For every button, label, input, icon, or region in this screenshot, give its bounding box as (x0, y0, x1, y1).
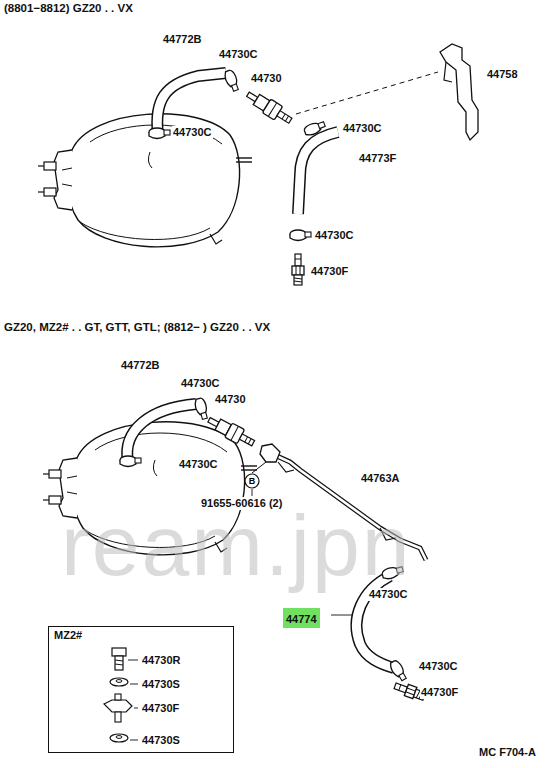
part-number: 44730F (310, 265, 349, 278)
part-number: 44730F (141, 702, 180, 715)
part-number: 44773F (358, 152, 397, 165)
part-number: 44774 (286, 613, 317, 625)
part-number: 44730C (342, 122, 383, 135)
union-fitting (104, 694, 132, 722)
part-number: 44730 (214, 393, 247, 406)
part-number: 44758 (486, 68, 519, 81)
section-heading: GZ20, MZ2# . . GT, GTT, GTL; (8812− ) GZ… (3, 321, 271, 334)
part-number: 44730R (141, 654, 182, 667)
inset-heading: MZ2# (53, 629, 83, 642)
part-number: 44730S (141, 678, 181, 691)
part-number: 44730C (418, 660, 459, 673)
washer (110, 734, 128, 742)
inset-box: MZ2# 44730R 44730S 44730F 44730S (48, 626, 234, 753)
part-number: 44730C (178, 458, 219, 471)
highlighted-part: 44774 (283, 608, 320, 628)
bolt-symbol: B (244, 473, 260, 489)
part-number: 44763A (360, 472, 401, 485)
section-heading: (8801−8812) GZ20 . . VX (3, 2, 134, 15)
part-number: 44730 (250, 72, 283, 85)
part-number: 44730C (314, 229, 355, 242)
part-number: 44730F (420, 686, 459, 699)
part-number: 44772B (120, 359, 161, 372)
figure-code: MC F704-A (478, 746, 537, 759)
part-number: 44730C (180, 377, 221, 390)
bolt (112, 648, 126, 670)
part-number: 44730S (141, 734, 181, 747)
part-number: 44772B (162, 33, 203, 46)
washer (110, 678, 128, 686)
part-number: 44730C (172, 126, 213, 139)
symbol-letter: B (249, 477, 256, 486)
watermark: ream.jpn (60, 500, 413, 590)
part-number: 44730C (218, 48, 259, 61)
